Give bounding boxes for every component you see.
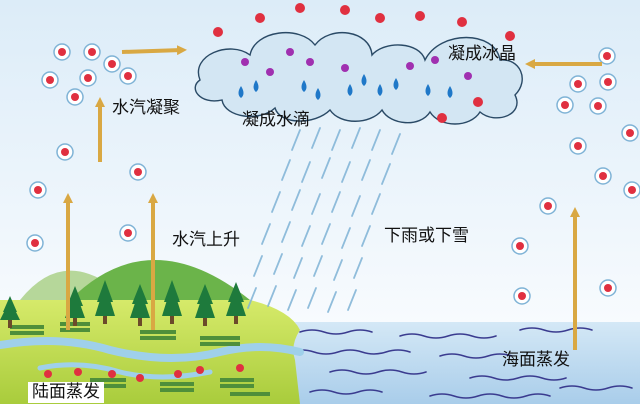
fields xyxy=(10,322,270,396)
arrow-to-cloud xyxy=(121,45,187,56)
label-rain-snow: 下雨或下雪 xyxy=(384,226,469,246)
vapor-particles xyxy=(26,43,640,305)
rain-streaks xyxy=(247,127,401,313)
label-condense-droplets: 凝成水滴 xyxy=(242,110,310,130)
label-land-evaporation: 陆面蒸发 xyxy=(28,382,104,403)
land xyxy=(0,280,304,404)
label-vapor-condense: 水汽凝聚 xyxy=(112,98,180,118)
label-vapor-rise: 水汽上升 xyxy=(172,230,240,250)
ice-particles xyxy=(213,3,515,123)
cloud xyxy=(194,31,523,125)
trees xyxy=(0,280,246,320)
cloud-particles xyxy=(241,48,472,80)
label-condense-ice: 凝成冰晶 xyxy=(448,44,516,64)
label-sea-evaporation: 海面蒸发 xyxy=(502,350,570,370)
cloud-raindrops xyxy=(238,74,453,100)
river xyxy=(0,337,304,363)
ground-particles xyxy=(44,364,244,382)
sea-waves xyxy=(289,327,633,399)
tree-trunks xyxy=(8,316,238,328)
sea xyxy=(250,322,640,404)
flow-arrows xyxy=(63,45,602,350)
